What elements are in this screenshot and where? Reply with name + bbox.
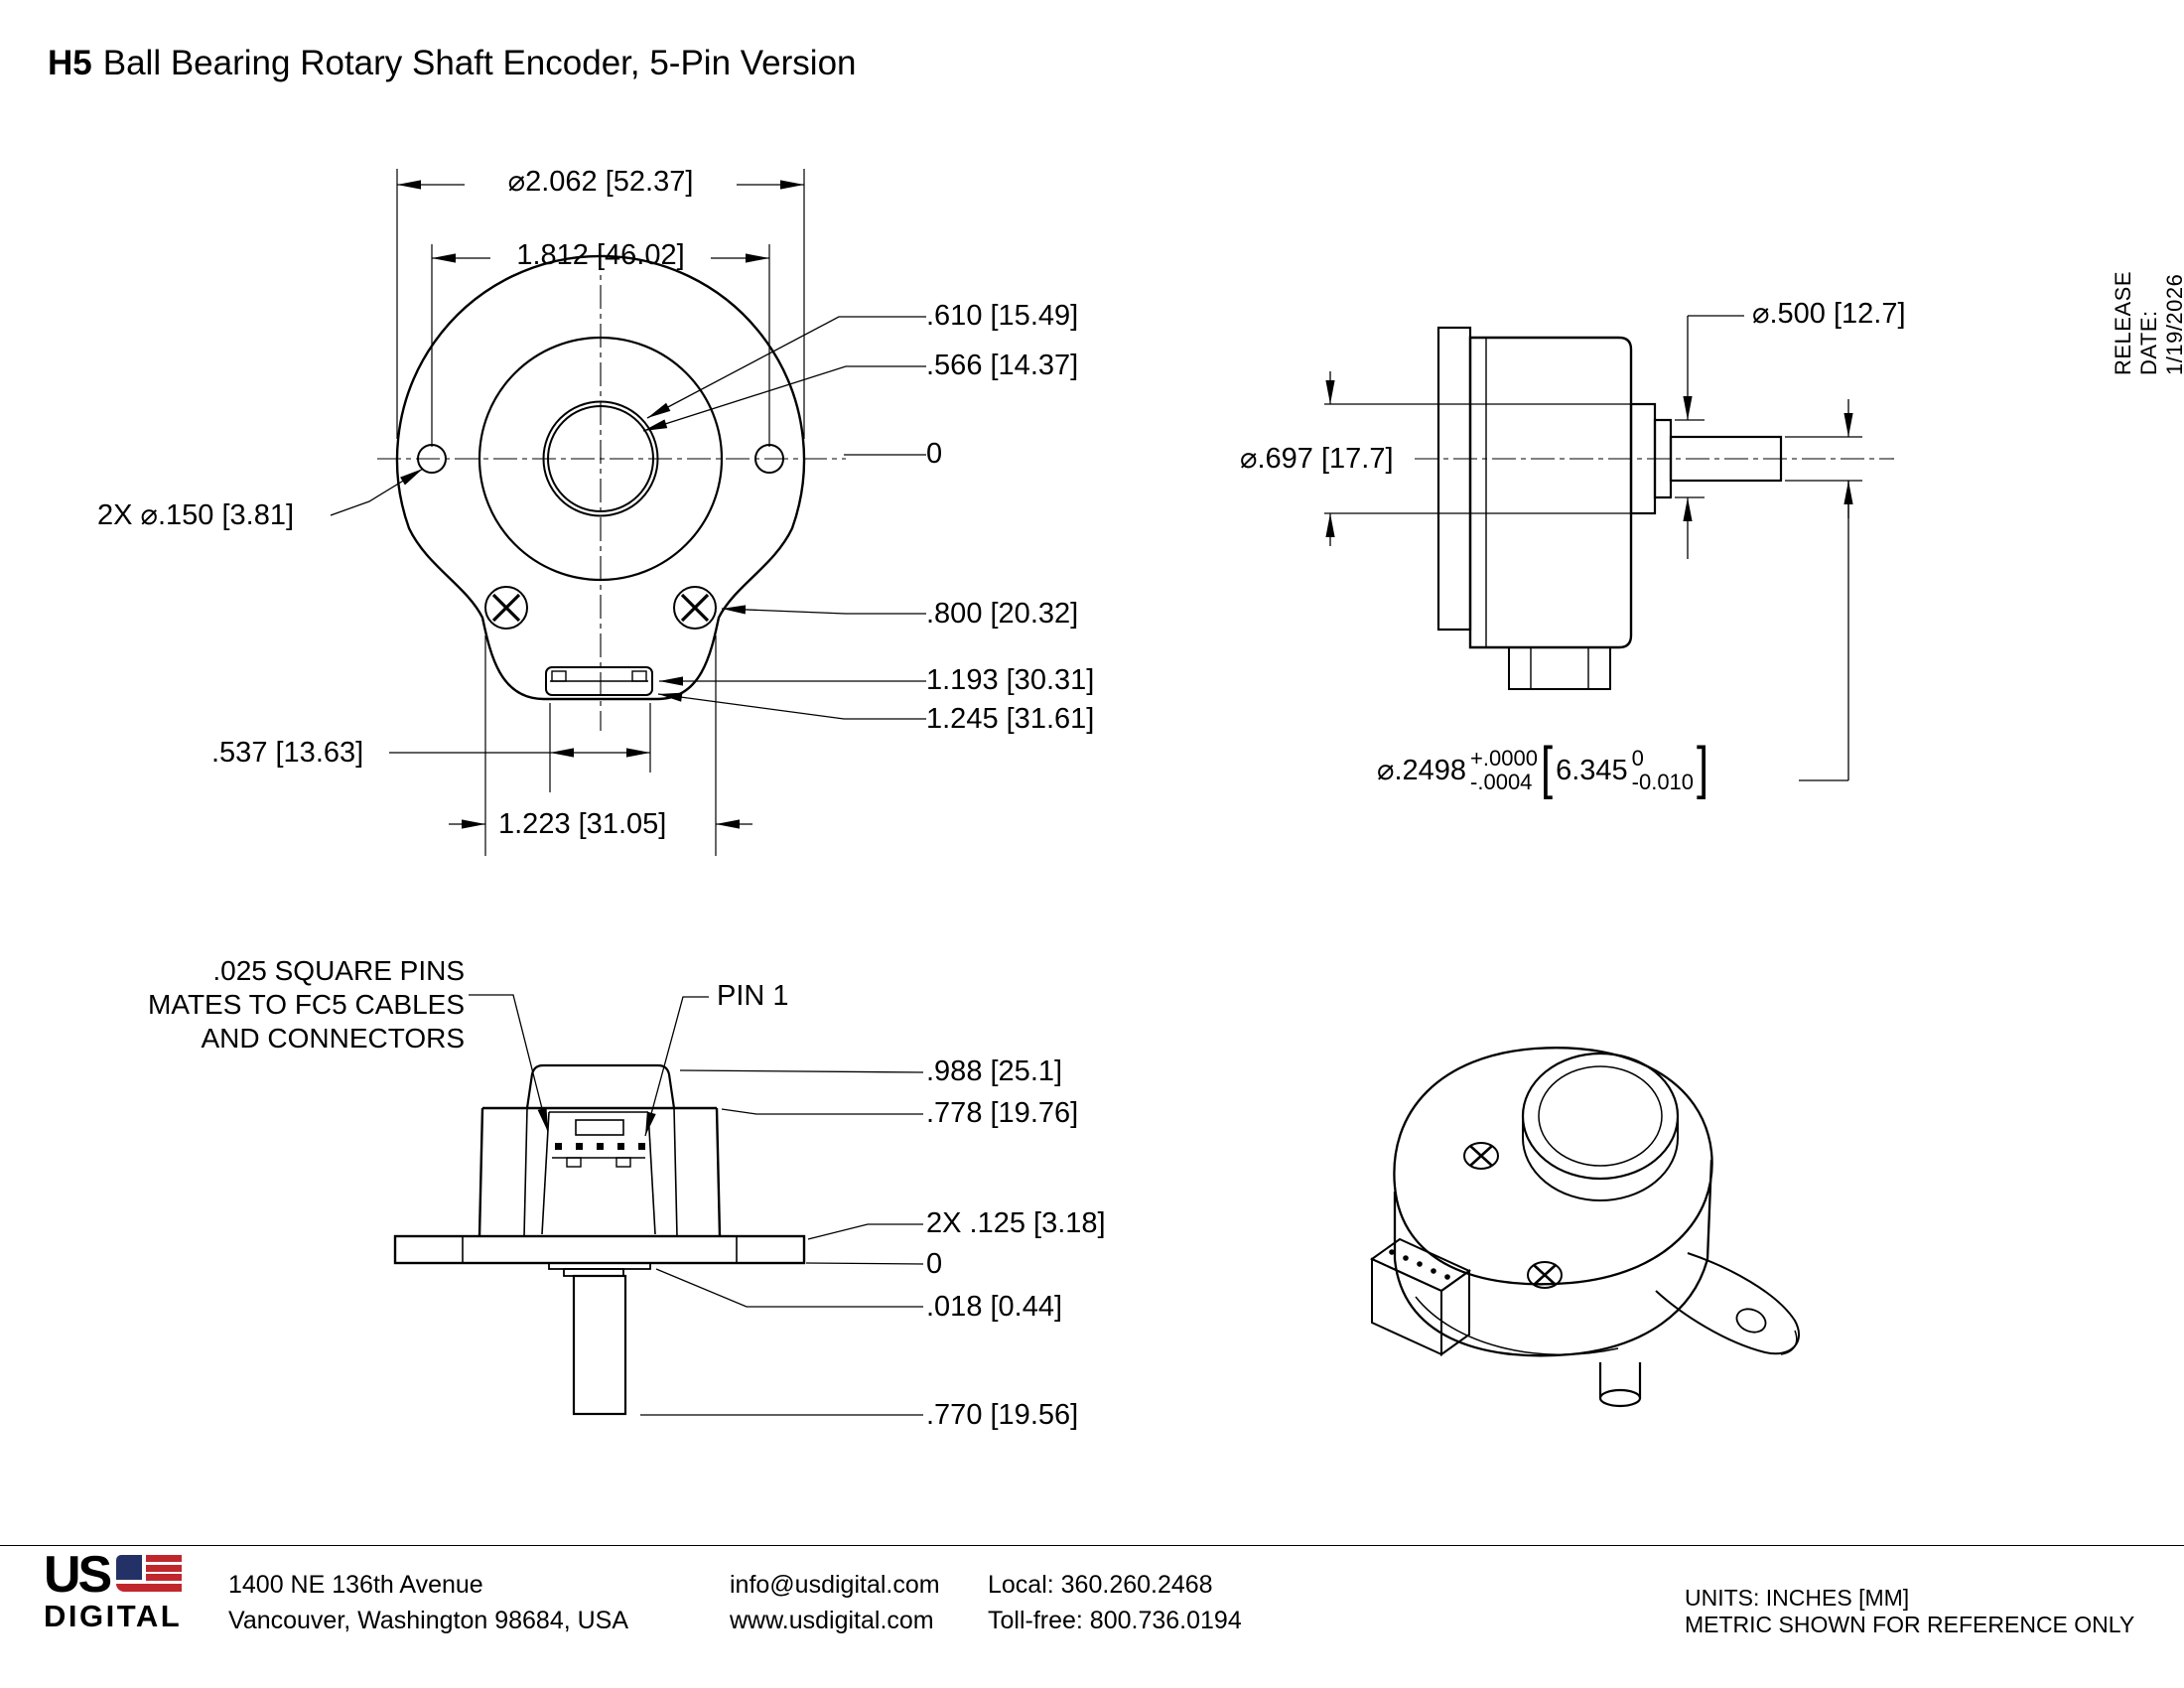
dim-bushing-od: .610 [15.49]: [926, 300, 1079, 332]
front-view-drawing: [330, 169, 926, 856]
us-flag-icon: [116, 1555, 183, 1593]
shaft-tol-plus: +.0000: [1470, 746, 1538, 771]
dim-connector-bottom: 1.245 [31.61]: [926, 703, 1095, 735]
side-view-drawing: [1324, 315, 1894, 781]
dim-hole-span: 1.812 [46.02]: [516, 239, 685, 271]
dim-connector-offset: .537 [13.63]: [211, 737, 364, 769]
release-date: RELEASE DATE: 1/19/2026: [2111, 271, 2184, 375]
connector-note-line3: AND CONNECTORS: [201, 1023, 465, 1054]
dim-boss-width: 1.223 [31.05]: [498, 808, 667, 840]
dim-mount-holes: 2X ⌀.150 [3.81]: [97, 499, 295, 531]
page-title-text: Ball Bearing Rotary Shaft Encoder, 5-Pin…: [102, 44, 857, 82]
website-link[interactable]: www.usdigital.com: [730, 1607, 934, 1634]
dim-height-body: .778 [19.76]: [926, 1097, 1079, 1129]
phone-local: Local: 360.260.2468: [988, 1571, 1213, 1599]
datum-zero-front: 0: [926, 438, 943, 470]
shaft-metric-tol-minus: -0.010: [1631, 770, 1695, 794]
footer-phones: Local: 360.260.2468 Toll-free: 800.736.0…: [988, 1567, 1242, 1638]
dim-shaft-length: .770 [19.56]: [926, 1399, 1079, 1431]
connector-note-line1: .025 SQUARE PINS: [212, 955, 465, 986]
datum-zero-bottom: 0: [926, 1248, 943, 1280]
isometric-view-drawing: [1370, 1047, 1801, 1408]
connector-note: .025 SQUARE PINS MATES TO FC5 CABLES AND…: [69, 954, 465, 1055]
shaft-dia-metric: 6.345: [1556, 754, 1628, 786]
dim-flange-diameter: ⌀2.062 [52.37]: [507, 166, 694, 198]
logo-us-text: US: [44, 1546, 112, 1604]
email-link[interactable]: info@usdigital.com: [730, 1571, 940, 1599]
model-number: H5: [48, 44, 92, 82]
footer-address: 1400 NE 136th Avenue Vancouver, Washingt…: [228, 1567, 628, 1638]
dim-connector-top: 1.193 [30.31]: [926, 664, 1095, 696]
logo-digital-text: DIGITAL: [44, 1599, 183, 1633]
shaft-dia-tolerance: +.0000 -.0004: [1470, 747, 1538, 794]
page-title: H5 Ball Bearing Rotary Shaft Encoder, 5-P…: [48, 44, 857, 83]
usdigital-logo: US DIGITAL: [44, 1546, 183, 1633]
phone-tollfree: Toll-free: 800.736.0194: [988, 1607, 1242, 1634]
dim-bushing-diameter: ⌀.500 [12.7]: [1752, 298, 1906, 330]
shaft-tol-minus: -.0004: [1470, 770, 1533, 794]
dim-height-total: .988 [25.1]: [926, 1055, 1063, 1087]
footer-units-note: UNITS: INCHES [MM] METRIC SHOWN FOR REFE…: [1685, 1585, 2134, 1638]
pin1-label: PIN 1: [717, 980, 789, 1012]
footer-web: info@usdigital.com www.usdigital.com: [730, 1567, 940, 1638]
dim-boss-diameter: ⌀.697 [17.7]: [1240, 443, 1394, 475]
address-line2: Vancouver, Washington 98684, USA: [228, 1607, 629, 1634]
connector-note-line2: MATES TO FC5 CABLES: [148, 989, 465, 1020]
dim-flange-thickness: 2X .125 [3.18]: [926, 1207, 1106, 1239]
shaft-dia-nominal: ⌀.2498: [1377, 754, 1467, 786]
dim-bushing-id: .566 [14.37]: [926, 350, 1079, 381]
address-line1: 1400 NE 136th Avenue: [228, 1571, 483, 1599]
dim-screw-center: .800 [20.32]: [926, 598, 1079, 630]
dim-hub-step: .018 [0.44]: [926, 1291, 1063, 1323]
dim-shaft-diameter: ⌀.2498 +.0000 -.0004 [ 6.345 0 -0.010 ]: [1377, 736, 1709, 800]
shaft-metric-tol-plus: 0: [1631, 746, 1644, 771]
footer-divider: [0, 1545, 2184, 1546]
shaft-dia-metric-tolerance: 0 -0.010: [1632, 747, 1694, 794]
units-line2: METRIC SHOWN FOR REFERENCE ONLY: [1685, 1612, 2135, 1637]
bottom-view-drawing: [393, 994, 924, 1416]
units-line1: UNITS: INCHES [MM]: [1685, 1585, 1910, 1611]
